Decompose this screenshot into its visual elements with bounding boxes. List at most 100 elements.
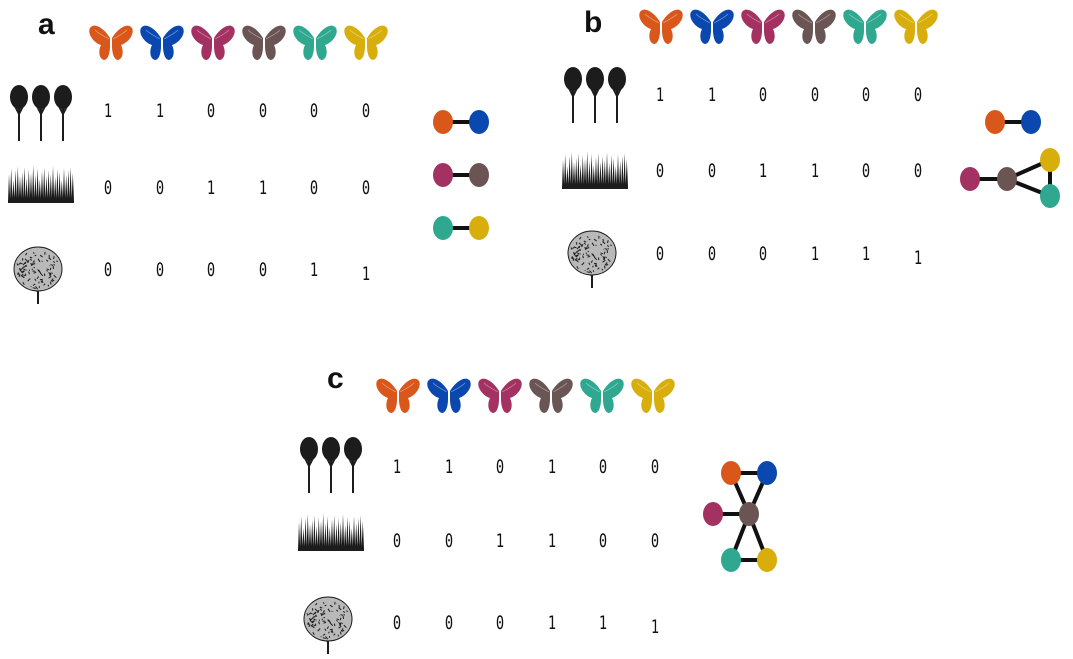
matrix-cell: 0 bbox=[655, 243, 665, 265]
shrub-icon bbox=[8, 242, 68, 309]
butterfly-icon bbox=[638, 8, 684, 48]
butterfly-icon bbox=[426, 377, 472, 417]
shrub-icon bbox=[298, 592, 358, 659]
butterfly-icon bbox=[579, 377, 625, 417]
network-edge bbox=[729, 513, 751, 561]
matrix-cell: 1 bbox=[810, 160, 819, 182]
matrix-cell: 0 bbox=[206, 100, 216, 122]
panel-label: c bbox=[327, 362, 344, 395]
matrix-cell: 1 bbox=[655, 84, 665, 106]
tree-icon bbox=[562, 66, 628, 129]
grass-icon bbox=[298, 512, 364, 557]
shrub-icon bbox=[562, 226, 622, 293]
matrix-cell: 0 bbox=[103, 259, 113, 281]
network-node bbox=[469, 110, 489, 134]
matrix-cell: 1 bbox=[155, 100, 164, 122]
matrix-cell: 0 bbox=[392, 612, 402, 634]
matrix-cell: 0 bbox=[444, 530, 453, 552]
matrix-cell: 1 bbox=[861, 243, 871, 265]
matrix-cell: 0 bbox=[309, 100, 319, 122]
matrix-cell: 0 bbox=[707, 243, 716, 265]
matrix-cell: 1 bbox=[392, 456, 402, 478]
butterfly-icon bbox=[477, 377, 523, 417]
butterfly-icon bbox=[88, 24, 134, 64]
matrix-cell: 0 bbox=[258, 259, 267, 281]
matrix-cell: 0 bbox=[810, 84, 819, 106]
matrix-cell: 0 bbox=[444, 612, 453, 634]
matrix-cell: 0 bbox=[861, 84, 871, 106]
matrix-cell: 1 bbox=[598, 612, 608, 634]
matrix-cell: 1 bbox=[206, 177, 216, 199]
matrix-cell: 0 bbox=[655, 160, 665, 182]
matrix-cell: 0 bbox=[155, 259, 164, 281]
matrix-cell: 1 bbox=[361, 263, 370, 285]
panel-label: b bbox=[584, 6, 603, 39]
matrix-cell: 0 bbox=[650, 456, 659, 478]
network-node bbox=[985, 110, 1005, 134]
matrix-cell: 0 bbox=[495, 612, 505, 634]
matrix-cell: 0 bbox=[155, 177, 164, 199]
network-edge bbox=[747, 472, 769, 515]
matrix-cell: 0 bbox=[598, 530, 608, 552]
matrix-cell: 0 bbox=[913, 160, 922, 182]
matrix-cell: 1 bbox=[495, 530, 505, 552]
butterfly-icon bbox=[842, 8, 888, 48]
butterfly-icon bbox=[791, 8, 837, 48]
network-node bbox=[469, 216, 489, 240]
network-edge bbox=[747, 513, 769, 561]
network-node bbox=[721, 548, 741, 572]
network-node bbox=[433, 110, 453, 134]
network-node bbox=[1040, 148, 1060, 172]
butterfly-icon bbox=[528, 377, 574, 417]
butterfly-icon bbox=[893, 8, 939, 48]
network-node bbox=[721, 461, 741, 485]
butterfly-icon bbox=[292, 24, 338, 64]
grass-icon bbox=[8, 164, 74, 209]
butterfly-icon bbox=[740, 8, 786, 48]
matrix-cell: 0 bbox=[758, 84, 768, 106]
matrix-cell: 1 bbox=[810, 243, 819, 265]
matrix-cell: 0 bbox=[103, 177, 113, 199]
tree-icon bbox=[8, 84, 74, 147]
butterfly-icon bbox=[375, 377, 421, 417]
butterfly-icon bbox=[241, 24, 287, 64]
network-node bbox=[1040, 184, 1060, 208]
matrix-cell: 0 bbox=[206, 259, 216, 281]
matrix-cell: 1 bbox=[758, 160, 768, 182]
network-edge bbox=[1006, 158, 1051, 181]
matrix-cell: 0 bbox=[495, 456, 505, 478]
network-node bbox=[1021, 110, 1041, 134]
network-node bbox=[703, 502, 723, 526]
matrix-cell: 0 bbox=[707, 160, 716, 182]
matrix-cell: 1 bbox=[103, 100, 113, 122]
network-node bbox=[757, 461, 777, 485]
butterfly-icon bbox=[343, 24, 389, 64]
network-node bbox=[469, 163, 489, 187]
network-edge bbox=[729, 472, 751, 515]
matrix-cell: 0 bbox=[861, 160, 871, 182]
matrix-cell: 1 bbox=[707, 84, 716, 106]
butterfly-icon bbox=[689, 8, 735, 48]
matrix-cell: 0 bbox=[913, 84, 922, 106]
matrix-cell: 0 bbox=[309, 177, 319, 199]
network-edge bbox=[1006, 177, 1051, 198]
matrix-cell: 0 bbox=[650, 530, 659, 552]
matrix-cell: 0 bbox=[392, 530, 402, 552]
network-node bbox=[433, 163, 453, 187]
matrix-cell: 1 bbox=[547, 612, 556, 634]
panel-label: a bbox=[38, 8, 55, 41]
tree-icon bbox=[298, 436, 364, 499]
matrix-cell: 1 bbox=[309, 259, 319, 281]
matrix-cell: 0 bbox=[598, 456, 608, 478]
butterfly-icon bbox=[190, 24, 236, 64]
matrix-cell: 0 bbox=[361, 100, 370, 122]
network-node bbox=[433, 216, 453, 240]
matrix-cell: 0 bbox=[258, 100, 267, 122]
matrix-cell: 1 bbox=[547, 530, 556, 552]
butterfly-icon bbox=[139, 24, 185, 64]
matrix-cell: 1 bbox=[258, 177, 267, 199]
matrix-cell: 1 bbox=[444, 456, 453, 478]
butterfly-icon bbox=[630, 377, 676, 417]
matrix-cell: 0 bbox=[758, 243, 768, 265]
network-node bbox=[997, 167, 1017, 191]
